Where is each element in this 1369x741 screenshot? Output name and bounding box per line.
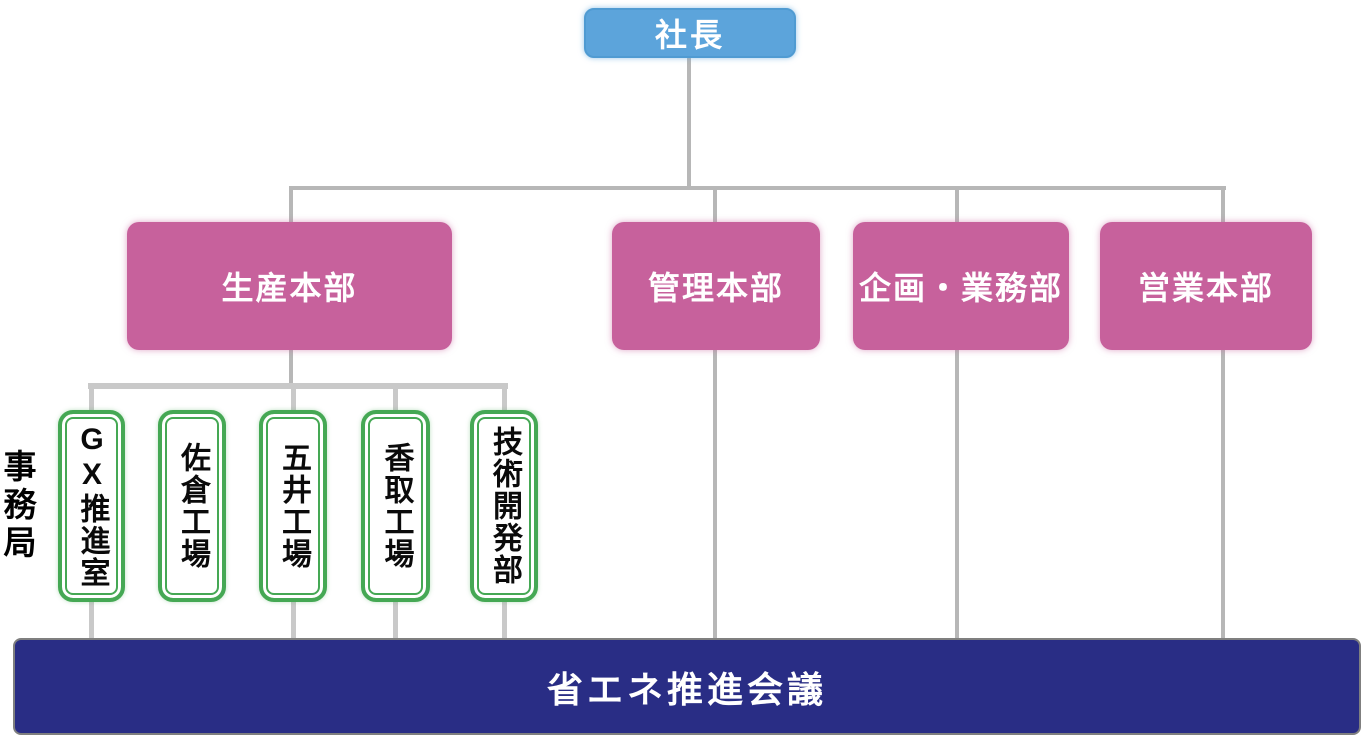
node-council: 省エネ推進会議 — [13, 638, 1361, 735]
node-dept-administration: 管理本部 — [612, 222, 820, 350]
connector-drop-sales — [1221, 186, 1225, 224]
node-council-label: 省エネ推進会議 — [546, 668, 827, 710]
node-president-label: 社長 — [654, 17, 725, 53]
node-unit-goi-plant-label: 五井工場 — [277, 442, 310, 570]
connector-planning-council — [955, 348, 959, 639]
node-unit-gx-promotion: GX推進室 — [58, 410, 125, 602]
node-dept-planning: 企画・業務部 — [853, 222, 1069, 350]
connector-sales-council — [1221, 348, 1225, 639]
node-unit-sakura-plant-label: 佐倉工場 — [176, 442, 209, 570]
node-dept-administration-label: 管理本部 — [647, 270, 784, 306]
connector-main-horizontal — [289, 186, 1226, 190]
connector-units-horizontal — [88, 383, 508, 389]
node-dept-sales: 営業本部 — [1100, 222, 1312, 350]
connector-drop-administration — [713, 186, 717, 224]
node-president: 社長 — [584, 8, 796, 58]
node-dept-production: 生産本部 — [127, 222, 452, 350]
node-unit-katori-plant-label: 香取工場 — [379, 442, 413, 570]
node-dept-sales-label: 営業本部 — [1137, 270, 1274, 306]
connector-administration-council — [713, 348, 717, 639]
secretariat-label: 事務局 — [0, 449, 36, 563]
connector-drop-production — [289, 186, 293, 224]
node-unit-gx-promotion-label: GX推進室 — [75, 423, 109, 589]
connector-production-stem — [289, 348, 293, 386]
node-unit-goi-plant: 五井工場 — [259, 410, 327, 602]
connector-president-stem — [687, 58, 691, 189]
node-unit-sakura-plant: 佐倉工場 — [158, 410, 226, 602]
node-dept-planning-label: 企画・業務部 — [858, 270, 1063, 306]
node-unit-katori-plant: 香取工場 — [361, 410, 430, 602]
node-unit-tech-dev-dept-label: 技術開発部 — [488, 426, 521, 586]
connector-drop-planning — [955, 186, 959, 224]
node-dept-production-label: 生産本部 — [221, 270, 358, 306]
node-unit-tech-dev-dept: 技術開発部 — [470, 410, 538, 602]
